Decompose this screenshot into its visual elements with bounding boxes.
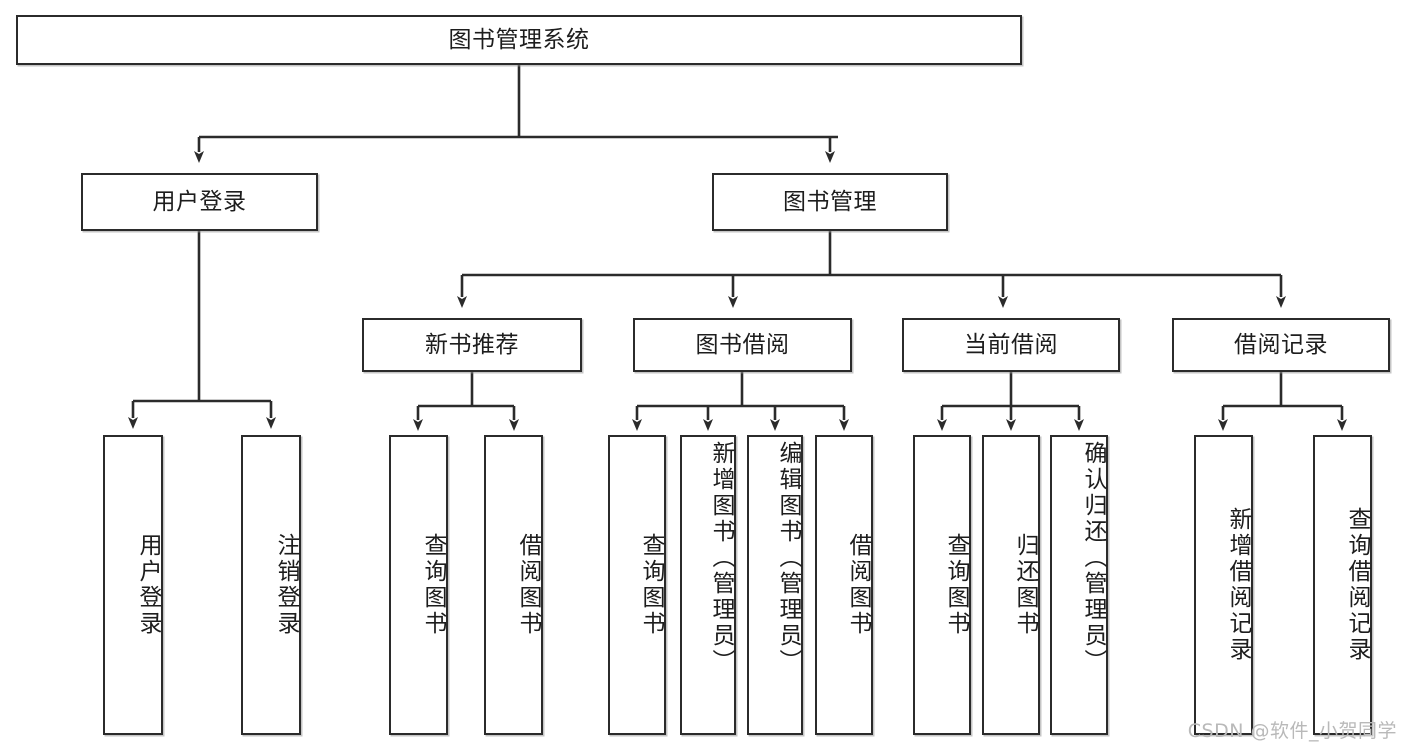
node-leaf-query-book-2[interactable]: 查询图书: [608, 435, 666, 735]
node-leaf-query-book-3-label: 查询图书: [943, 533, 969, 637]
node-borrow-record-label: 借阅记录: [1234, 331, 1328, 358]
node-leaf-return-book-label: 归还图书: [1012, 533, 1038, 637]
leaf-text-wrapper: 查询图书: [391, 437, 446, 733]
leaf-text-wrapper: 借阅图书: [817, 437, 871, 733]
node-current-borrow[interactable]: 当前借阅: [902, 318, 1120, 372]
node-leaf-edit-book-label: 编辑图书（管理员）: [775, 441, 801, 675]
leaf-text-wrapper: 注销登录: [243, 437, 299, 733]
node-user-login[interactable]: 用户登录: [81, 173, 318, 231]
node-leaf-user-login[interactable]: 用户登录: [103, 435, 163, 735]
leaf-text-wrapper: 新增借阅记录: [1196, 437, 1251, 733]
node-leaf-query-book-1[interactable]: 查询图书: [389, 435, 448, 735]
node-user-login-label: 用户登录: [152, 188, 247, 215]
node-leaf-query-record-label: 查询借阅记录: [1344, 507, 1370, 663]
node-leaf-borrow-book-2-label: 借阅图书: [845, 533, 871, 637]
node-new-book-recommend-label: 新书推荐: [425, 331, 519, 358]
connectors: [128, 65, 1347, 431]
node-leaf-confirm-return-label: 确认归还（管理员）: [1080, 441, 1106, 675]
node-root-system[interactable]: 图书管理系统: [16, 15, 1022, 65]
node-leaf-add-record[interactable]: 新增借阅记录: [1194, 435, 1253, 735]
node-leaf-borrow-book-2[interactable]: 借阅图书: [815, 435, 873, 735]
node-book-manage-label: 图书管理: [783, 188, 877, 215]
node-leaf-query-book-3[interactable]: 查询图书: [913, 435, 971, 735]
node-book-borrow[interactable]: 图书借阅: [633, 318, 852, 372]
node-leaf-add-book[interactable]: 新增图书（管理员）: [680, 435, 736, 735]
node-leaf-add-record-label: 新增借阅记录: [1225, 507, 1251, 663]
node-leaf-user-logout-label: 注销登录: [273, 533, 299, 637]
leaf-text-wrapper: 借阅图书: [486, 437, 541, 733]
node-new-book-recommend[interactable]: 新书推荐: [362, 318, 582, 372]
leaf-text-wrapper: 查询图书: [915, 437, 969, 733]
node-current-borrow-label: 当前借阅: [964, 331, 1058, 358]
node-leaf-return-book[interactable]: 归还图书: [982, 435, 1040, 735]
watermark-text: CSDN @软件_小贺同学: [1187, 720, 1397, 742]
node-leaf-user-logout[interactable]: 注销登录: [241, 435, 301, 735]
node-book-borrow-label: 图书借阅: [695, 331, 790, 358]
leaf-text-wrapper: 用户登录: [105, 437, 161, 733]
node-book-manage[interactable]: 图书管理: [712, 173, 948, 231]
leaf-text-wrapper: 归还图书: [984, 437, 1038, 733]
leaf-text-wrapper: 查询图书: [610, 437, 664, 733]
node-root-label: 图书管理系统: [448, 26, 590, 53]
node-leaf-borrow-book-1-label: 借阅图书: [515, 533, 541, 637]
node-leaf-confirm-return[interactable]: 确认归还（管理员）: [1050, 435, 1108, 735]
node-leaf-query-book-2-label: 查询图书: [638, 533, 664, 637]
node-leaf-add-book-label: 新增图书（管理员）: [708, 441, 734, 675]
leaf-text-wrapper: 新增图书（管理员）: [682, 437, 734, 737]
node-leaf-borrow-book-1[interactable]: 借阅图书: [484, 435, 543, 735]
leaf-text-wrapper: 编辑图书（管理员）: [749, 437, 801, 737]
node-leaf-edit-book[interactable]: 编辑图书（管理员）: [747, 435, 803, 735]
node-leaf-query-record[interactable]: 查询借阅记录: [1313, 435, 1372, 735]
node-leaf-query-book-1-label: 查询图书: [420, 533, 446, 637]
node-borrow-record[interactable]: 借阅记录: [1172, 318, 1390, 372]
leaf-text-wrapper: 确认归还（管理员）: [1052, 437, 1106, 737]
node-leaf-user-login-label: 用户登录: [135, 533, 161, 637]
leaf-text-wrapper: 查询借阅记录: [1315, 437, 1370, 733]
